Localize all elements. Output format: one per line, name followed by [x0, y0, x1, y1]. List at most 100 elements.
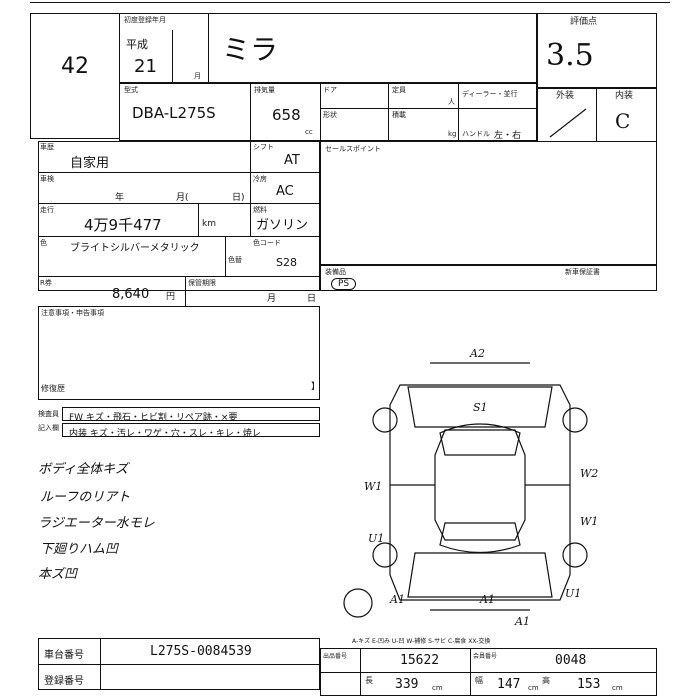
- spec-grid: [38, 141, 320, 291]
- interior-box: 内装 C: [596, 88, 657, 142]
- capacity-unit: 人: [448, 98, 455, 106]
- mark-a1-left: A1: [389, 593, 405, 606]
- lot-number: 42: [61, 54, 89, 79]
- sep-3: [320, 83, 321, 141]
- mileage-sep: [198, 203, 199, 236]
- spec-sep-v3: [185, 276, 186, 306]
- mileage-value: 4万9千477: [84, 216, 162, 234]
- chassis-value: L275S-0084539: [150, 644, 252, 659]
- aircon-label: 冷房: [253, 175, 267, 183]
- aircon-value: AC: [276, 184, 294, 199]
- height-label: 高: [542, 676, 550, 685]
- car-body-outline: [389, 384, 571, 601]
- displacement-label: 排気量: [254, 86, 275, 94]
- inspection-day: 日): [232, 193, 245, 203]
- inspector-label: 検査員: [38, 410, 59, 418]
- fuel-value: ガソリン: [256, 218, 309, 233]
- model-row-box: [119, 83, 537, 141]
- displacement-unit: cc: [305, 128, 313, 136]
- sep-h-model: [320, 108, 537, 109]
- interior-label: 内装: [615, 91, 634, 101]
- storage-day: 日: [307, 294, 317, 304]
- exhibit-sep-v2: [470, 648, 471, 696]
- mileage-unit: km: [202, 219, 216, 229]
- equipment-box: 装備品 新車保証書 PS: [320, 265, 657, 291]
- length-value: 339: [395, 677, 419, 692]
- score-label: 評価点: [570, 17, 598, 27]
- mark-s1: S1: [473, 401, 488, 414]
- load-unit: kg: [448, 130, 457, 138]
- month-unit: 月: [194, 72, 201, 80]
- car-windshield: [439, 423, 521, 456]
- spec-sep-h1: [38, 172, 320, 173]
- mark-a1-bottom: A1: [514, 615, 530, 628]
- new-car-label: 新車保証書: [565, 268, 600, 276]
- score-box: 評価点 3.5: [537, 13, 657, 88]
- mileage-label: 走行: [40, 206, 54, 214]
- exhibit-sep-v1: [360, 648, 361, 696]
- exhibit-number-value: 15622: [400, 653, 440, 668]
- usage-label: 車歴: [40, 143, 54, 151]
- mark-a2: A2: [469, 347, 485, 360]
- note-4: 下廻りハム凹: [40, 542, 119, 557]
- color-code-label: 色コード: [253, 239, 281, 247]
- mark-w2: W2: [580, 467, 598, 480]
- height-unit: cm: [612, 684, 623, 692]
- note-2: ルーフのリアト: [40, 490, 131, 505]
- usage-value: 自家用: [70, 156, 110, 171]
- shift-value: AT: [284, 153, 300, 168]
- member-label: 会員番号: [473, 653, 498, 660]
- door-label: ドア: [323, 86, 337, 94]
- exterior-label: 外装: [556, 91, 575, 101]
- sep-2: [250, 83, 251, 141]
- wheel-front-right: [562, 407, 588, 433]
- sep-1: [208, 13, 209, 83]
- mark-u1: U1: [368, 532, 384, 545]
- era-label: 平成: [126, 38, 148, 51]
- storage-label: 保管期限: [188, 279, 216, 287]
- equipment-ps-badge: PS: [331, 278, 357, 290]
- spec-sep-h2: [38, 203, 320, 204]
- year-value: 21: [134, 56, 157, 77]
- wheel-rear-left: [372, 542, 398, 568]
- wheel-rear-right: [562, 542, 588, 568]
- repair-label: 修復歴: [41, 384, 65, 393]
- registration-label: 登録番号: [44, 676, 84, 687]
- notes-label: 注意事項・申告事項: [41, 309, 104, 317]
- first-registration-label: 初度登録年月: [124, 16, 166, 24]
- spare-tire: [343, 588, 373, 618]
- exterior-box: 外装: [537, 88, 597, 142]
- note-3: ラジエーター水モレ: [38, 516, 155, 531]
- fw-line: FW キズ・飛石・ヒビ割・リペア跡・×要: [69, 413, 238, 423]
- fw-line-box: FW キズ・飛石・ヒビ割・リペア跡・×要: [62, 407, 320, 423]
- spec-sep-h4: [38, 276, 320, 277]
- repair-close: 】: [311, 382, 321, 392]
- note-1: ボディ全体キズ: [38, 462, 129, 477]
- sales-point-label: セールスポイント: [325, 145, 381, 153]
- chassis-label: 車台番号: [44, 650, 84, 661]
- color-code-value: S28: [276, 256, 297, 269]
- model-code: DBA-L275S: [132, 104, 216, 122]
- mark-w1-left: W1: [364, 480, 382, 493]
- exhibit-sep-h: [320, 672, 657, 673]
- mark-a1-mid: A1: [479, 593, 495, 606]
- sep-4: [388, 83, 389, 141]
- exhibit-number-label: 出品番号: [323, 653, 348, 660]
- length-unit: cm: [432, 684, 443, 692]
- color-change-label: 色替: [228, 256, 242, 264]
- car-diagram: A2 S1 W1 W2 W1 U1 A1 A1 A1 U1: [343, 347, 598, 628]
- notes-box: 注意事項・申告事項 修復歴 】: [38, 306, 320, 400]
- inspection-month: 月(: [176, 193, 189, 203]
- damage-legend: A-キズ E-凹み U-凹 W-補修 S-サビ C-腐食 XX-交換: [352, 638, 491, 645]
- handle-label: ハンドル: [462, 130, 490, 138]
- sep-year: [172, 30, 173, 82]
- spec-sep-v: [250, 141, 251, 236]
- width-value: 147: [497, 677, 521, 692]
- model-code-label: 型式: [124, 86, 138, 94]
- recycle-value: 8,640: [112, 287, 150, 302]
- inspector-label-2: 記入欄: [38, 424, 59, 432]
- body-label: 形状: [323, 111, 337, 119]
- interior-value: C: [615, 109, 631, 133]
- recycle-label: R券: [40, 279, 52, 287]
